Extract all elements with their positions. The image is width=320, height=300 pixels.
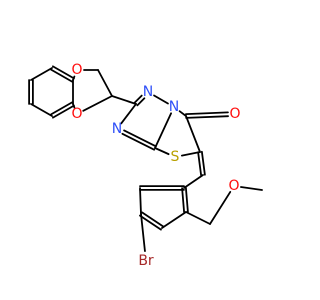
atom-label-N2: N: [169, 99, 179, 115]
bond-b5-b4-a: [52, 65, 75, 80]
bond-b5-o1: [72, 75, 76, 81]
atom-label-O4-methoxy: O: [228, 178, 239, 194]
bond-cC-oC-a: [185, 115, 229, 119]
bond-cC-cB: [185, 115, 201, 153]
bond-cF-n3-b: [121, 132, 156, 151]
bond-s1-cF: [154, 147, 170, 156]
bond-r3-r4-a: [141, 211, 164, 228]
bond-r2-r6: [185, 211, 211, 225]
bond-d2-cT: [111, 95, 137, 105]
bond-cC-oC-b: [185, 111, 229, 116]
bond-b3-b6-a: [52, 104, 75, 119]
bond-n2-cC: [178, 110, 187, 117]
atom-label-S1: S: [171, 149, 180, 165]
bond-n1-n2: [153, 94, 169, 105]
bond-b2-b3: [30, 103, 53, 117]
bond-r6-oM: [209, 191, 232, 225]
atom-label-O2: O: [71, 106, 82, 122]
atom-label-Br: Br: [138, 253, 154, 269]
bond-cF-n3-a: [123, 129, 157, 148]
bond-n2-cF: [154, 112, 172, 149]
bond-cB-cV-b: [200, 150, 206, 176]
bond-r3-r4-b: [139, 214, 162, 231]
bond-d1-d2: [97, 69, 113, 97]
bond-r2-r3: [161, 211, 187, 229]
bond-cB-s1: [180, 151, 201, 157]
bond-r1-r2-b: [184, 186, 189, 213]
atom-label-O3-carbonyl: O: [229, 106, 240, 122]
bond-oM-cH: [240, 186, 263, 191]
bond-lines: [28, 65, 263, 252]
bond-r1-r2-a: [181, 187, 186, 214]
bond-cV-r1: [183, 174, 204, 189]
atom-label-N3: N: [112, 121, 122, 137]
bond-cT-n1-a: [136, 97, 146, 107]
bond-n3-cT: [120, 103, 137, 125]
bond-d2-o2: [82, 95, 113, 112]
bond-b3-b6-b: [50, 101, 73, 116]
bond-cB-cV-a: [197, 151, 203, 177]
molecule-structure: O O N N N S O O Br: [28, 62, 263, 269]
bond-cT-n1-b: [133, 94, 143, 104]
atom-label-O1: O: [71, 62, 82, 78]
bond-r4-r5: [139, 187, 142, 215]
bond-b4-b1: [30, 67, 53, 81]
bond-o2-b6: [72, 103, 76, 109]
bond-r4-br: [140, 213, 146, 252]
bond-b5-b4-b: [50, 68, 73, 83]
atom-labels: O O N N N S O O Br: [71, 62, 240, 269]
atom-label-N1: N: [143, 84, 153, 100]
